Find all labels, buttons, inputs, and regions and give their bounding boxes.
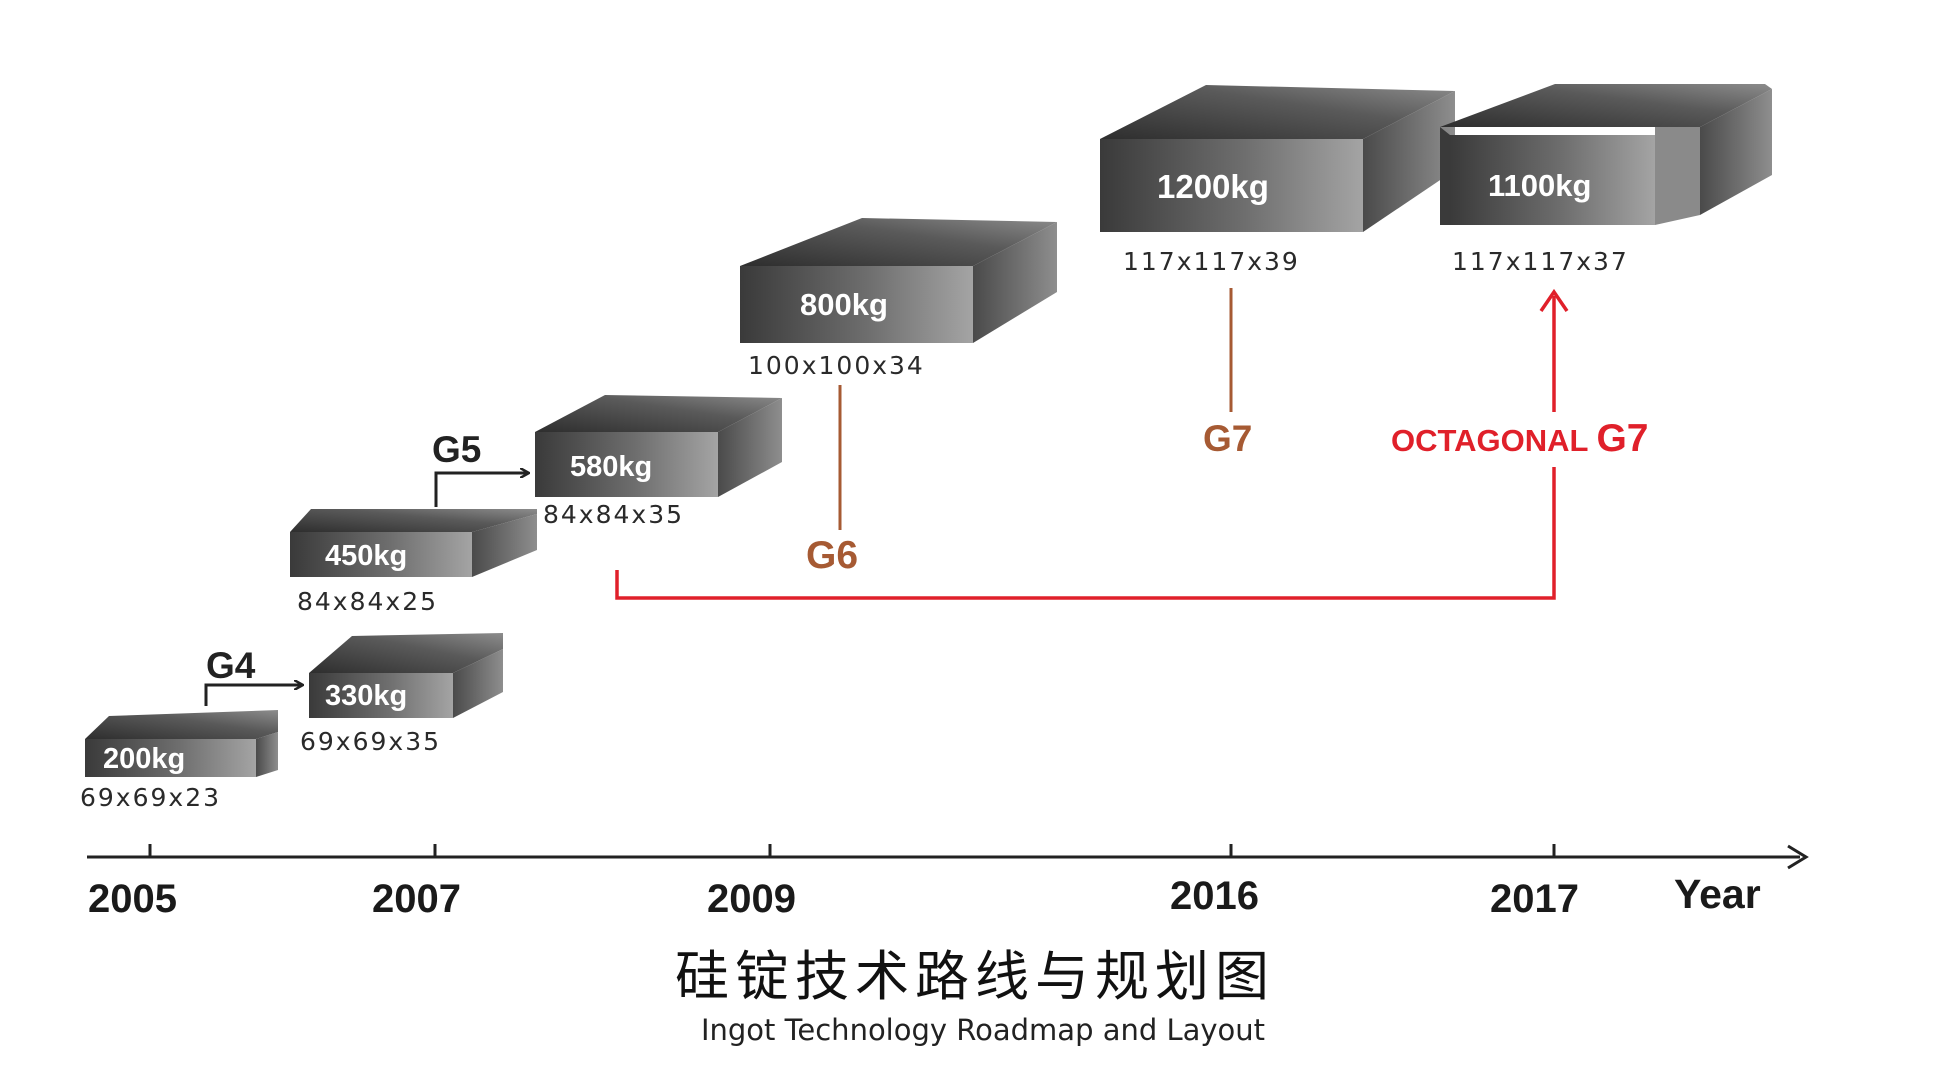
g4-label: G4 <box>206 645 256 686</box>
year-label: 2009 <box>707 877 796 921</box>
g4-arrow <box>204 685 302 706</box>
ingot-weight: 800kg <box>800 287 888 322</box>
ingot-dimensions: 100x100x34 <box>748 351 925 380</box>
octagonal-g7: G7 <box>1596 417 1648 460</box>
ingot-1200kg: 1200kg 117x117x39 <box>1100 85 1455 276</box>
octagonal-word: OCTAGONAL <box>1391 423 1588 458</box>
year-label: 2007 <box>372 877 461 921</box>
ingot-dimensions: 117x117x39 <box>1123 247 1300 276</box>
ingot-weight: 580kg <box>570 451 652 483</box>
ingot-dimensions: 69x69x23 <box>80 783 221 812</box>
octagonal-connector <box>615 467 1556 600</box>
year-label: 2017 <box>1490 877 1579 921</box>
ingot-800kg: 800kg 100x100x34 <box>740 218 1057 380</box>
axis-arrowhead <box>1787 844 1809 870</box>
octagonal-arrowhead <box>1539 288 1569 312</box>
g4-transition: G4 <box>204 645 302 706</box>
ingot-dimensions: 84x84x35 <box>543 500 684 529</box>
g5-label: G5 <box>432 429 481 470</box>
ingot-dimensions: 69x69x35 <box>300 727 441 756</box>
g7-transition: G7 <box>1203 288 1252 459</box>
g6-label: G6 <box>806 534 858 577</box>
year-label: 2005 <box>88 877 177 921</box>
year-axis: 2005 2007 2009 2016 2017 Year <box>87 844 1809 921</box>
ingot-weight: 1100kg <box>1488 168 1591 203</box>
title-chinese: 硅锭技术路线与规划图 <box>675 945 1275 1008</box>
ingot-dimensions: 84x84x25 <box>297 587 438 616</box>
ingot-1100kg-octagonal: 1100kg 117x117x37 <box>1440 84 1772 276</box>
g7-label: G7 <box>1203 418 1252 459</box>
ingot-330kg: 330kg 69x69x35 <box>300 633 503 756</box>
ingot-200kg: 200kg 69x69x23 <box>80 710 278 812</box>
ingot-weight: 330kg <box>325 680 407 712</box>
axis-title-year: Year <box>1674 871 1761 917</box>
g6-transition: G6 <box>806 385 858 577</box>
ingot-dimensions: 117x117x37 <box>1452 247 1629 276</box>
ingot-weight: 450kg <box>325 540 407 572</box>
ingot-weight: 1200kg <box>1157 168 1269 205</box>
g5-transition: G5 <box>432 429 528 507</box>
ingot-450kg: 450kg 84x84x25 <box>290 509 537 616</box>
ingot-580kg: 580kg 84x84x35 <box>535 395 782 529</box>
g5-arrow <box>434 473 528 507</box>
ingot-weight: 200kg <box>103 743 185 775</box>
title-english: Ingot Technology Roadmap and Layout <box>701 1013 1265 1047</box>
year-label: 2016 <box>1170 874 1259 918</box>
